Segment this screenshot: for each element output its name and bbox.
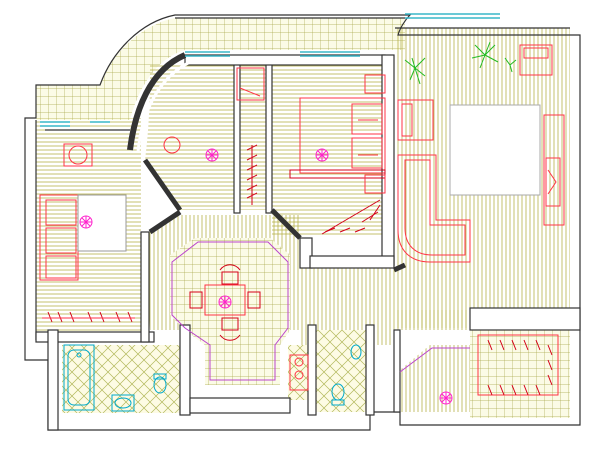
diagonal-wall: [142, 158, 183, 212]
ceiling-lamp-icon: [439, 391, 453, 405]
plant-icon: [504, 57, 517, 73]
radiator-icon: [42, 311, 135, 323]
armchair-icon: [519, 44, 553, 76]
wall-segment: [381, 54, 395, 266]
wall-segment: [307, 324, 317, 416]
diagonal-wall: [270, 208, 302, 240]
lower-hall-floor: [400, 345, 470, 412]
ceiling-lamp-icon: [218, 295, 232, 309]
radiator-icon: [321, 199, 381, 235]
walls: [24, 14, 581, 431]
wall-segment: [140, 231, 150, 343]
radiator-icon: [246, 144, 258, 205]
wall-segment: [393, 329, 401, 413]
wall-segment: [469, 307, 581, 331]
sofa-icon: [477, 334, 559, 396]
wall-segment: [365, 324, 375, 416]
dining-table-icon: [204, 284, 246, 316]
bathtub-icon: [63, 344, 95, 411]
window: [40, 121, 70, 127]
corner-sofa-icon: [397, 154, 471, 263]
wall-segment: [265, 59, 273, 214]
armchair-icon: [397, 99, 434, 141]
lower-right-room-floor: [470, 330, 570, 418]
inner-outer-wall: [35, 120, 130, 340]
ceiling-lamp-icon: [79, 215, 93, 229]
plant-icon: [471, 41, 499, 69]
plants: [404, 41, 517, 85]
coffee-table: [449, 104, 541, 196]
washbasin-icon: [111, 394, 135, 412]
lamps: [79, 148, 453, 405]
balcony-rail: [175, 17, 570, 29]
wall-segment: [35, 331, 155, 343]
toilet-icon: [153, 373, 167, 394]
fixtures: [63, 344, 362, 412]
wardrobe-icon: [236, 67, 265, 101]
windows: [40, 13, 500, 127]
curved-wall-inner: [136, 60, 191, 153]
curved-wall: [127, 52, 187, 151]
diagonal-wall: [148, 209, 182, 235]
toilet-icon: [331, 383, 345, 406]
ceiling-lamp-icon: [315, 148, 329, 162]
window: [300, 51, 360, 57]
wall-segment: [189, 397, 291, 414]
diagonal-wall: [392, 262, 407, 273]
wall-segment: [299, 237, 313, 269]
armchair-icon: [163, 136, 181, 154]
window: [185, 51, 230, 57]
hall-floor: [145, 65, 235, 210]
sofa-icon: [39, 194, 127, 281]
bedroom-floor: [272, 65, 382, 235]
sink-icon: [289, 354, 309, 391]
window: [405, 13, 500, 19]
dining-floor: [170, 238, 290, 385]
terrace-floor: [36, 18, 405, 120]
wall-segment: [47, 329, 59, 431]
ceiling-lamp-icon: [205, 148, 219, 162]
chair-icon: [189, 264, 261, 341]
armchair-icon: [63, 143, 93, 167]
radiator-icon: [487, 339, 553, 396]
outer-wall: [24, 14, 581, 431]
fireplace-icon: [543, 114, 565, 226]
furniture: [39, 44, 565, 396]
lower-hall-outline: [399, 347, 470, 373]
washbasin-icon: [350, 344, 362, 360]
floors: [36, 18, 570, 418]
dining-outline: [171, 241, 289, 381]
wall-segment: [309, 255, 395, 269]
double-bed-icon: [289, 74, 386, 194]
wall-segment: [179, 324, 191, 416]
plant-icon: [404, 57, 426, 85]
